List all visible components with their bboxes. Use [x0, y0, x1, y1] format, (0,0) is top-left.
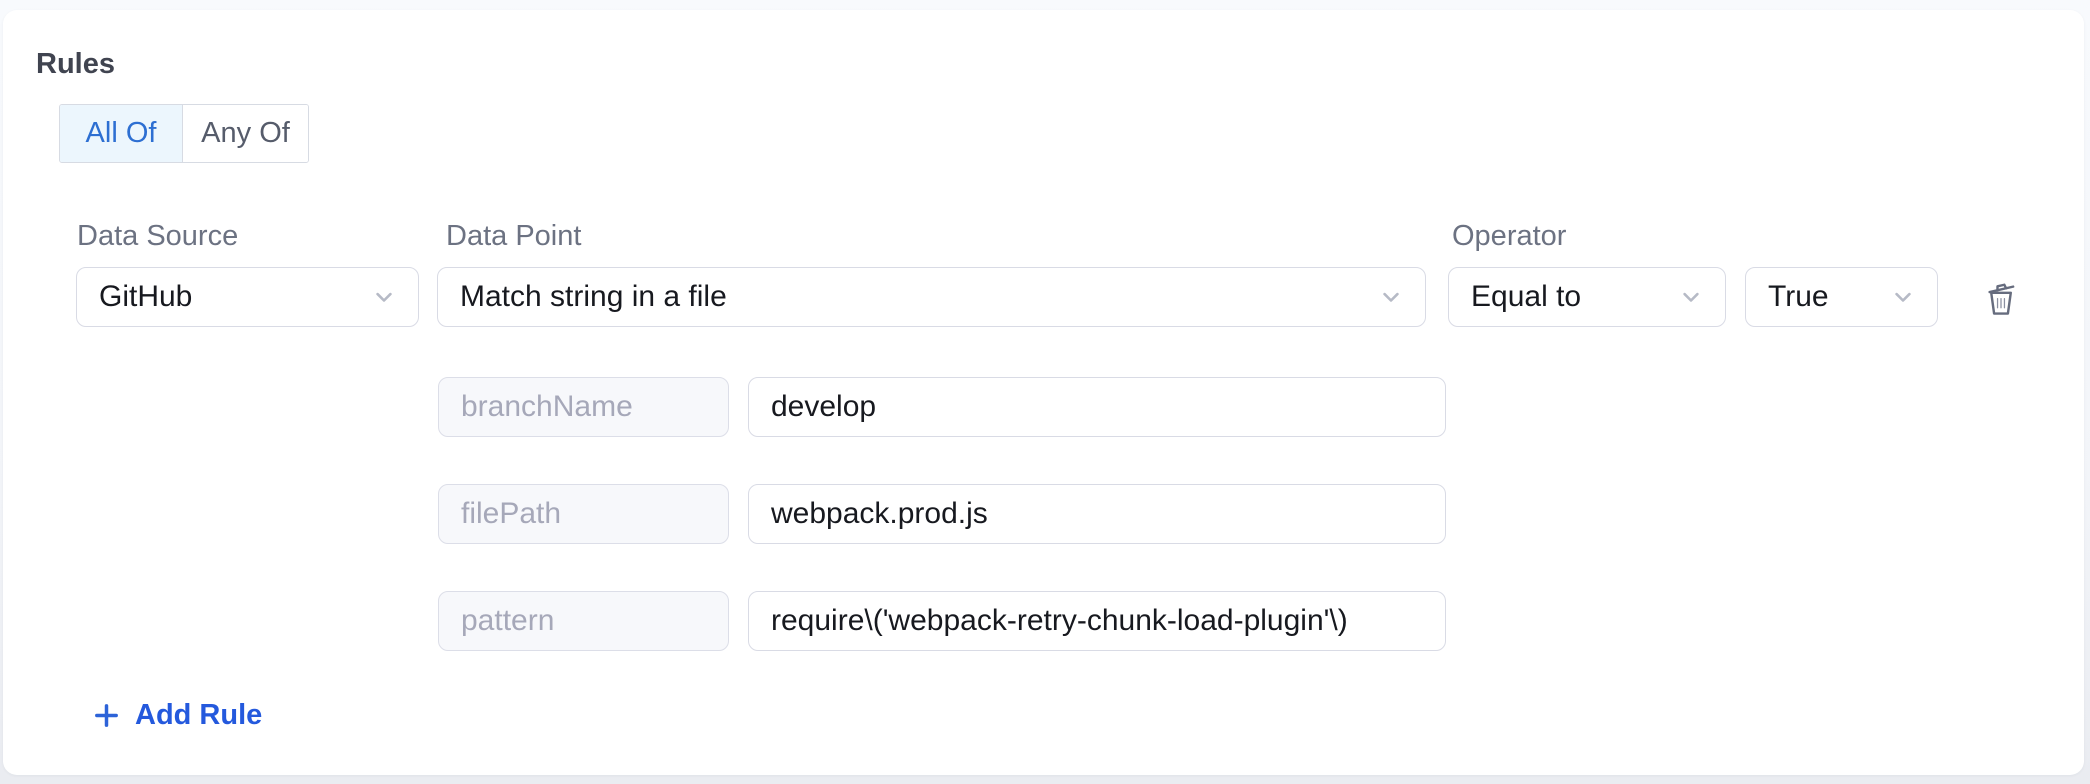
data-source-label: Data Source: [77, 220, 239, 252]
data-source-select[interactable]: GitHub: [76, 267, 419, 327]
param-value-input[interactable]: [748, 591, 1446, 651]
data-point-value: Match string in a file: [460, 280, 727, 313]
chevron-down-icon: [370, 283, 398, 311]
data-point-select[interactable]: Match string in a file: [437, 267, 1426, 327]
comparison-value: True: [1768, 280, 1829, 313]
param-value-input[interactable]: [748, 484, 1446, 544]
data-point-label: Data Point: [446, 220, 582, 252]
param-key-label: filePath: [461, 497, 562, 530]
comparison-value-select[interactable]: True: [1745, 267, 1938, 327]
param-value-input[interactable]: [748, 377, 1446, 437]
trash-icon: [1978, 275, 2024, 324]
param-key-label: pattern: [461, 604, 555, 637]
param-key-label: branchName: [461, 390, 633, 423]
operator-value: Equal to: [1471, 280, 1582, 313]
operator-label: Operator: [1452, 220, 1567, 252]
data-source-value: GitHub: [99, 280, 193, 313]
param-key-field: pattern: [438, 591, 729, 651]
chevron-down-icon: [1677, 283, 1705, 311]
match-type-toggle: All Of Any Of: [59, 104, 309, 163]
delete-rule-button[interactable]: [1976, 274, 2026, 324]
operator-select[interactable]: Equal to: [1448, 267, 1726, 327]
chevron-down-icon: [1377, 283, 1405, 311]
chevron-down-icon: [1889, 283, 1917, 311]
add-rule-label: Add Rule: [135, 698, 263, 731]
param-key-field: branchName: [438, 377, 729, 437]
plus-icon: [91, 700, 122, 731]
add-rule-button[interactable]: Add Rule: [91, 696, 262, 734]
param-key-field: filePath: [438, 484, 729, 544]
any-of-button[interactable]: Any Of: [182, 105, 308, 162]
rules-section-title: Rules: [36, 48, 115, 80]
all-of-button[interactable]: All Of: [60, 105, 182, 162]
